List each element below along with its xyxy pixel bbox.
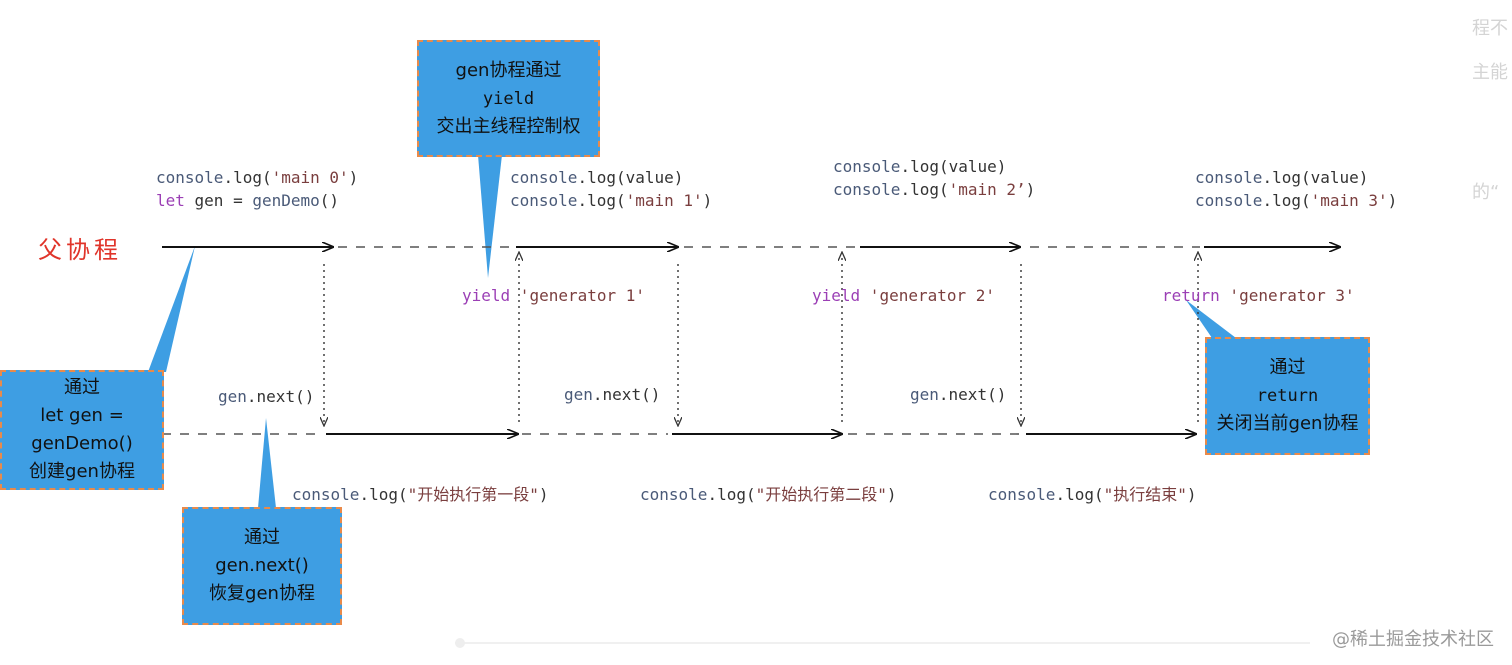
main-code-block-1: console.log(value) console.log('main 1') <box>510 168 712 210</box>
next-callout-tail <box>258 418 276 508</box>
scroll-thumb <box>455 638 465 648</box>
yield-label-1: yield 'generator 1' <box>462 286 645 305</box>
watermark: @稀土掘金技术社区 <box>1332 629 1494 650</box>
gen-next-label-1: gen.next() <box>218 387 314 406</box>
gen-next-label-3: gen.next() <box>910 385 1006 404</box>
return-label: return 'generator 3' <box>1162 286 1355 305</box>
svg-text:console.log(value): console.log(value) <box>1195 168 1368 187</box>
gen-log-3: console.log("执行结束") <box>988 485 1197 504</box>
svg-text:console.log('main 1'): console.log('main 1') <box>510 191 712 210</box>
edge-text-3: 的“ <box>1472 182 1500 203</box>
create-callout-line2: let gen = <box>40 405 124 426</box>
create-callout-line3: genDemo() <box>31 433 133 454</box>
svg-text:console.log(value): console.log(value) <box>510 168 683 187</box>
return-callout-tail <box>1186 300 1236 338</box>
svg-text:let gen = genDemo(): let gen = genDemo() <box>156 191 339 210</box>
create-callout-line4: 创建gen协程 <box>29 461 135 482</box>
main-code-block-0: console.log('main 0') let gen = genDemo(… <box>156 168 358 210</box>
yield-callout-line1: gen协程通过 <box>455 59 562 81</box>
yield-label-2: yield 'generator 2' <box>812 286 995 305</box>
return-callout-line2: return <box>1256 386 1319 406</box>
return-callout: 通过 return 关闭当前gen协程 <box>1205 337 1370 455</box>
svg-text:console.log(value): console.log(value) <box>833 157 1006 176</box>
svg-text:console.log('main 0'): console.log('main 0') <box>156 168 358 187</box>
return-callout-line1: 通过 <box>1269 357 1306 378</box>
yield-callout: gen协程通过 yield 交出主线程控制权 <box>417 40 600 157</box>
next-callout-line2: gen.next() <box>215 555 309 576</box>
gen-log-1: console.log("开始执行第一段") <box>292 485 549 504</box>
gen-next-label-2: gen.next() <box>564 385 660 404</box>
svg-text:console.log('main 3'): console.log('main 3') <box>1195 191 1397 210</box>
yield-callout-line2: yield <box>482 88 535 109</box>
yield-callout-tail <box>478 155 502 278</box>
gen-log-2: console.log("开始执行第二段") <box>640 485 897 504</box>
yield-callout-line3: 交出主线程控制权 <box>436 115 581 137</box>
main-code-block-2: console.log(value) console.log('main 2’) <box>833 157 1035 199</box>
next-callout-line1: 通过 <box>244 527 280 548</box>
create-gen-callout: 通过 let gen = genDemo() 创建gen协程 <box>0 370 164 490</box>
next-callout-line3: 恢复gen协程 <box>209 583 315 604</box>
create-callout-tail <box>148 246 195 372</box>
parent-coroutine-label: 父协程 <box>38 236 122 264</box>
main-code-block-3: console.log(value) console.log('main 3') <box>1195 168 1397 210</box>
svg-text:console.log('main 2’): console.log('main 2’) <box>833 180 1035 199</box>
switch-arrows <box>324 256 1198 422</box>
create-callout-line1: 通过 <box>64 377 100 398</box>
next-callout: 通过 gen.next() 恢复gen协程 <box>182 507 342 625</box>
return-callout-line3: 关闭当前gen协程 <box>1216 413 1359 434</box>
edge-text-2: 主能 <box>1472 62 1508 83</box>
edge-text-1: 程不 <box>1472 18 1508 39</box>
